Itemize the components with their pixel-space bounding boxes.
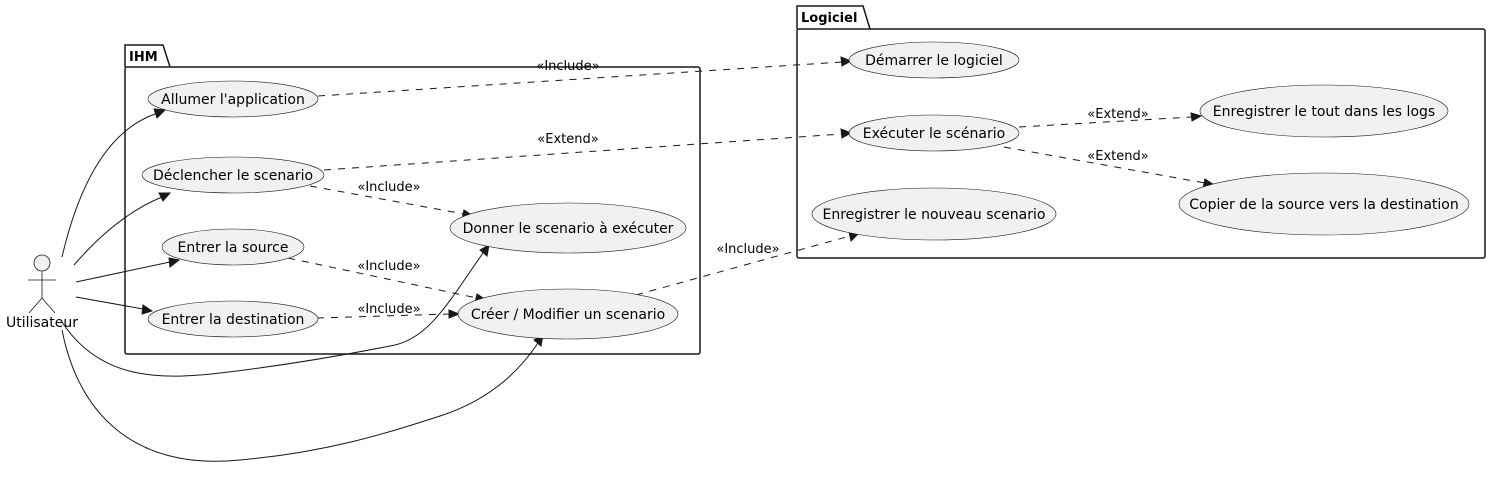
use-case-allumer: Allumer l'application [147, 80, 319, 118]
dep-executer-copier [1003, 146, 1206, 184]
package-ihm: IHM [124, 44, 701, 355]
use-case-executer-label: Exécuter le scénario [863, 126, 1005, 142]
actor-utilisateur: Utilisateur [6, 254, 78, 331]
use-case-enregistrer-scenario-ellipse [811, 187, 1057, 241]
package-logiciel-tab [796, 5, 871, 30]
dep-creer-enregistrer [635, 235, 851, 296]
assoc-creer [61, 329, 539, 462]
use-case-declencher-ellipse [141, 156, 325, 194]
use-case-entrer-source: Entrer la source [161, 228, 305, 266]
dependencies: «Include» «Extend» «Include» «Include» «… [287, 56, 1216, 319]
use-case-enregistrer-scenario: Enregistrer le nouveau scenario [811, 187, 1057, 241]
dep-executer-logs [1018, 116, 1193, 128]
use-case-copier: Copier de la source vers la destination [1178, 172, 1470, 236]
use-case-entrer-destination-ellipse [147, 300, 319, 338]
actor-associations [61, 108, 544, 462]
label-source-creer: «Include» [357, 259, 420, 274]
package-ihm-name: IHM [129, 50, 158, 65]
label-declencher-executer: «Extend» [537, 132, 598, 147]
package-ihm-frame [124, 66, 701, 355]
use-case-creer-label: Créer / Modifier un scenario [471, 307, 665, 323]
use-case-declencher-label: Déclencher le scenario [153, 168, 313, 184]
assoc-donner-arrow [479, 244, 490, 257]
use-case-enregistrer-logs: Enregistrer le tout dans les logs [1199, 84, 1449, 138]
use-case-enregistrer-logs-label: Enregistrer le tout dans les logs [1213, 104, 1435, 120]
dep-executer-logs-arrow [1190, 112, 1203, 122]
dep-allumer-demarrer-arrow [840, 56, 853, 67]
use-case-copier-label: Copier de la source vers la destination [1189, 197, 1459, 213]
use-case-copier-ellipse [1178, 172, 1470, 236]
package-logiciel-frame [796, 28, 1486, 259]
actor-right-leg [41, 297, 56, 314]
assoc-declencher [73, 196, 163, 266]
use-case-creer-ellipse [457, 288, 679, 340]
use-case-entrer-destination: Entrer la destination [147, 300, 319, 338]
assoc-entrer-destination [75, 296, 144, 310]
use-case-demarrer-ellipse [848, 41, 1020, 79]
label-creer-enregistrer: «Include» [716, 242, 779, 257]
assoc-allumer-arrow [153, 108, 167, 119]
label-destination-creer: «Include» [357, 302, 420, 317]
dep-allumer-demarrer [317, 61, 843, 97]
assoc-entrer-source-arrow [168, 257, 181, 268]
dep-declencher-executer [323, 133, 843, 171]
use-case-declencher: Déclencher le scenario [141, 156, 325, 194]
use-case-donner: Donner le scenario à exécuter [449, 202, 687, 254]
actor-head [33, 254, 51, 272]
use-case-allumer-ellipse [147, 80, 319, 118]
label-declencher-donner: «Include» [357, 180, 420, 195]
actor-left-leg [28, 297, 43, 314]
assoc-donner [61, 252, 484, 377]
assoc-declencher-arrow [158, 192, 172, 202]
use-case-entrer-destination-label: Entrer la destination [162, 312, 305, 328]
use-case-creer: Créer / Modifier un scenario [457, 288, 679, 340]
actor-name: Utilisateur [6, 315, 78, 331]
use-case-executer: Exécuter le scénario [848, 114, 1020, 152]
use-case-enregistrer-scenario-label: Enregistrer le nouveau scenario [823, 207, 1046, 223]
use-case-demarrer: Démarrer le logiciel [848, 41, 1020, 79]
dep-declencher-executer-arrow [840, 128, 853, 139]
use-case-donner-ellipse [449, 202, 687, 254]
assoc-allumer [61, 113, 156, 258]
assoc-entrer-destination-arrow [141, 304, 154, 315]
use-case-allumer-label: Allumer l'application [161, 92, 305, 108]
use-case-demarrer-label: Démarrer le logiciel [865, 53, 1003, 69]
use-case-entrer-source-label: Entrer la source [178, 240, 289, 256]
label-allumer-demarrer: «Include» [536, 59, 599, 74]
use-case-donner-label: Donner le scenario à exécuter [463, 221, 674, 237]
label-executer-logs: «Extend» [1087, 107, 1148, 122]
dep-destination-creer-arrow [448, 309, 461, 319]
use-case-enregistrer-logs-ellipse [1199, 84, 1449, 138]
label-executer-copier: «Extend» [1087, 149, 1148, 164]
use-case-entrer-source-ellipse [161, 228, 305, 266]
package-logiciel: Logiciel [796, 5, 1486, 259]
package-ihm-tab [124, 44, 171, 68]
use-case-executer-ellipse [848, 114, 1020, 152]
dep-declencher-donner [309, 185, 465, 215]
dep-source-creer [287, 257, 478, 299]
assoc-entrer-source [75, 261, 171, 283]
package-logiciel-name: Logiciel [801, 11, 857, 26]
